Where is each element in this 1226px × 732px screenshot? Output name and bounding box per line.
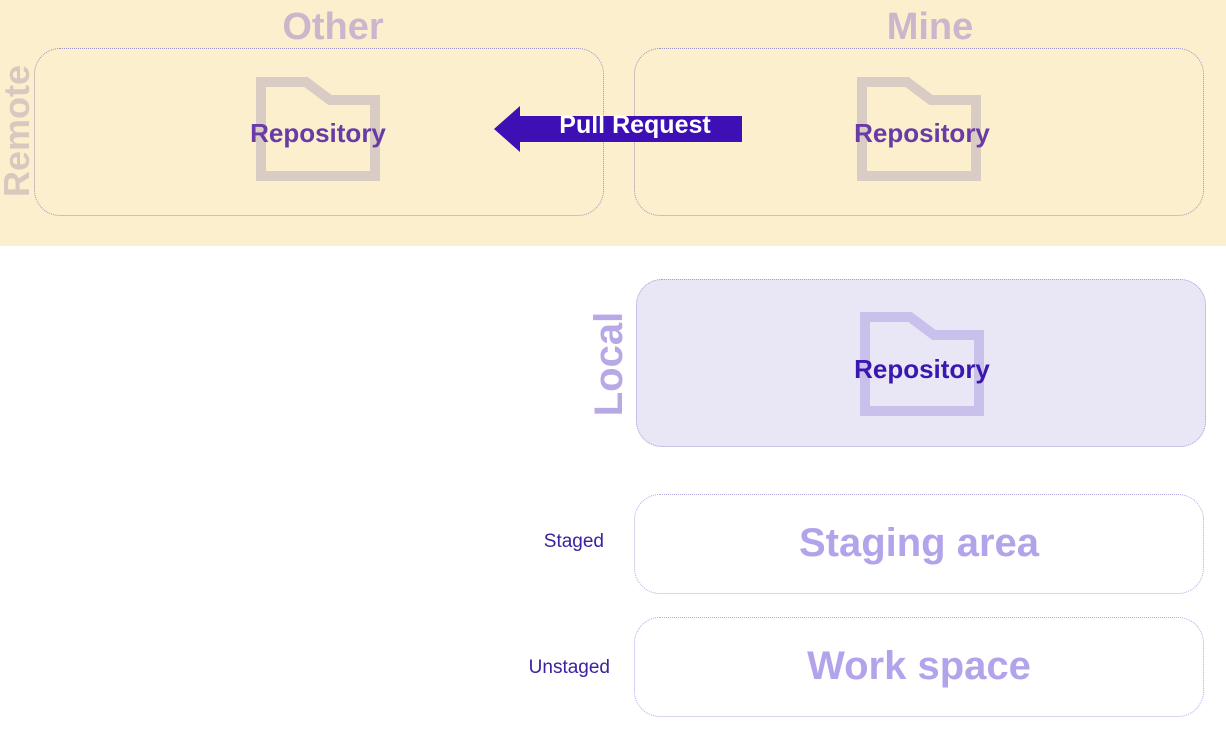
mine-column-heading: Mine: [886, 6, 974, 48]
arrow-left-icon: [494, 106, 742, 152]
local-label: Local: [587, 311, 631, 417]
work-space-panel: [634, 617, 1204, 717]
local-repository-label: Repository: [854, 354, 990, 384]
folder-icon: [860, 312, 984, 416]
work-space-label: Work space: [807, 644, 1031, 688]
staged-label: Staged: [543, 531, 604, 552]
mine-repository-label: Repository: [854, 118, 990, 148]
staging-area-panel: [634, 494, 1204, 594]
remote-label: Remote: [0, 64, 37, 197]
folder-icon: [256, 77, 380, 181]
other-repository-label: Repository: [250, 118, 386, 148]
staging-area-label: Staging area: [798, 521, 1040, 565]
local-repository-panel: [636, 279, 1206, 447]
other-column-heading: Other: [282, 6, 384, 48]
pull-request-label: Pull Request: [559, 111, 711, 139]
unstaged-label: Unstaged: [528, 657, 610, 678]
folder-icon: [857, 77, 981, 181]
